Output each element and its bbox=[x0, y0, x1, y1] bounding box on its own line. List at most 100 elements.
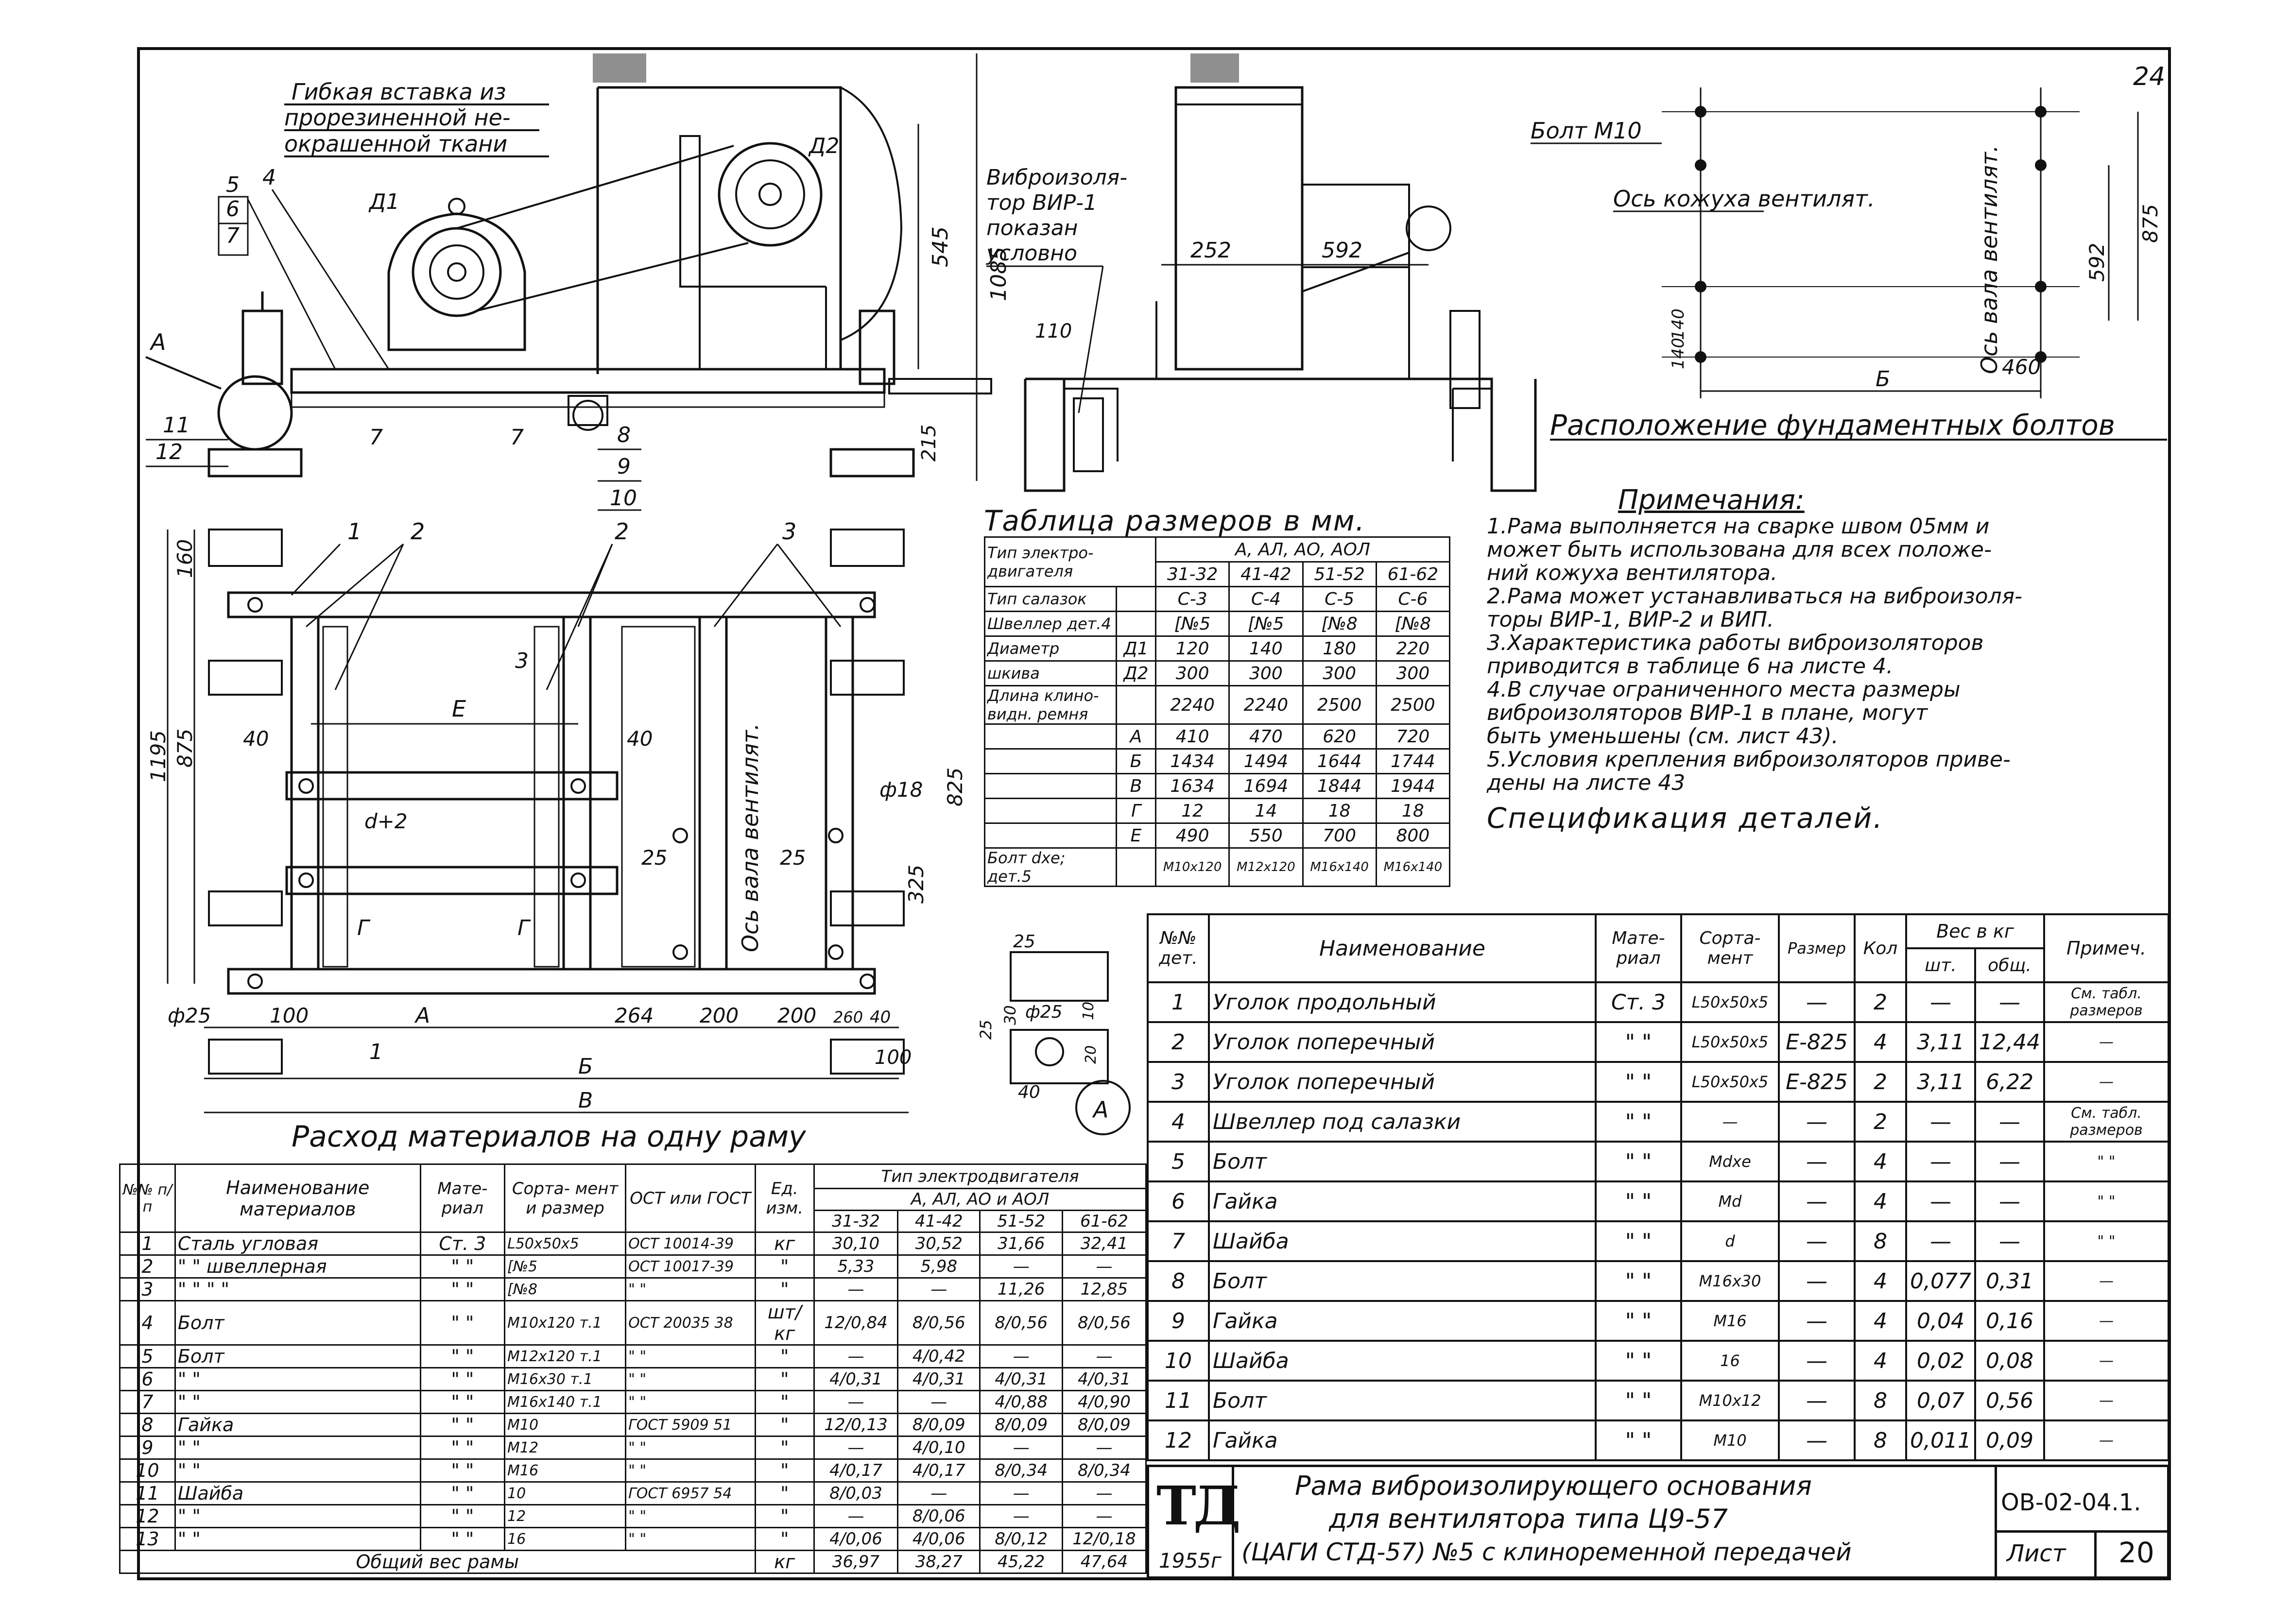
spec-cell-size: — bbox=[1778, 1380, 1856, 1421]
size-cell: 800 bbox=[1375, 822, 1451, 849]
mat-cell-mat: " " bbox=[419, 1367, 505, 1391]
mat-cell-value: — bbox=[813, 1436, 899, 1460]
dim-825: 825 bbox=[943, 768, 967, 806]
plan-part-1: 1 bbox=[347, 518, 362, 545]
spec-cell-total: 0,08 bbox=[1974, 1340, 2045, 1382]
spec-cell-name: Болт bbox=[1208, 1141, 1597, 1182]
spec-cell-qty: 8 bbox=[1854, 1419, 1907, 1461]
mat-cell-value: 8/0,06 bbox=[897, 1504, 981, 1528]
bolt-hole bbox=[2035, 281, 2047, 292]
pulley-d1 bbox=[412, 227, 502, 317]
size-cell: С-3 bbox=[1154, 586, 1230, 612]
detail-dim-40: 40 bbox=[1018, 1082, 1040, 1102]
spec-cell-unit: 3,11 bbox=[1905, 1061, 1976, 1103]
mat-h-gost: ОСТ или ГОСТ bbox=[625, 1163, 756, 1233]
mat-cell-value: — bbox=[897, 1390, 981, 1414]
spec-cell-total: 6,22 bbox=[1974, 1061, 2045, 1103]
size-cell: 2240 bbox=[1154, 685, 1230, 725]
spec-cell-size: — bbox=[1778, 1101, 1856, 1143]
label-e: Е bbox=[452, 696, 466, 722]
spec-cell-total: — bbox=[1974, 1141, 2045, 1182]
dim-875-plan: 875 bbox=[173, 729, 197, 768]
mat-cell-value: — bbox=[979, 1254, 1063, 1279]
mat-cell-value: — bbox=[979, 1436, 1063, 1460]
dim-160: 160 bbox=[173, 539, 197, 578]
mat-h-col: 31-32 bbox=[813, 1210, 899, 1233]
spec-cell-size: Е-825 bbox=[1778, 1021, 1856, 1063]
mat-total-value: 36,97 bbox=[813, 1550, 899, 1574]
mat-cell-gost: " " bbox=[625, 1344, 756, 1368]
spec-cell-unit: 0,07 bbox=[1905, 1380, 1976, 1421]
title-line-1: Рама виброизолирующего основания bbox=[1295, 1470, 1812, 1501]
support-pad bbox=[830, 890, 905, 926]
plan-axis-label: Ось вала вентилят. bbox=[737, 723, 763, 952]
mat-h-col: 51-52 bbox=[979, 1210, 1063, 1233]
part-12: 12 bbox=[155, 440, 183, 464]
mat-cell-value: 4/0,90 bbox=[1061, 1390, 1147, 1414]
dim-325: 325 bbox=[904, 865, 928, 904]
mat-cell-value: 8/0,34 bbox=[979, 1458, 1063, 1483]
spec-cell-prof: L50х50х5 bbox=[1680, 1061, 1780, 1103]
mat-cell-prof: L50х50х5 bbox=[503, 1231, 627, 1256]
mat-cell-value: 30,52 bbox=[897, 1231, 981, 1256]
vibro-isolator-left bbox=[241, 309, 283, 385]
spec-cell-name: Уголок поперечный bbox=[1208, 1021, 1597, 1063]
mat-cell-value: — bbox=[1061, 1344, 1147, 1368]
mat-cell-prof: 16 bbox=[503, 1527, 627, 1551]
part-10: 10 bbox=[610, 486, 637, 511]
size-col-header: 31-32 bbox=[1154, 561, 1230, 587]
part-11: 11 bbox=[163, 413, 190, 438]
code-box: ОВ-02-04.1. Лист 20 bbox=[1995, 1467, 2169, 1576]
mat-cell-value: — bbox=[813, 1504, 899, 1528]
spec-cell-note: — bbox=[2043, 1380, 2170, 1421]
spec-cell-n: 1 bbox=[1147, 981, 1210, 1023]
note-line: ний кожуха вентилятора. bbox=[1487, 561, 1778, 585]
mat-cell-gost: ОСТ 10017-39 bbox=[625, 1254, 756, 1279]
mat-cell-gost: " " bbox=[625, 1527, 756, 1551]
detail-dim-phi25: ф25 bbox=[1025, 1002, 1063, 1022]
spec-cell-total: — bbox=[1974, 1220, 2045, 1262]
size-cell: 410 bbox=[1154, 723, 1230, 750]
plan-part-3b: 3 bbox=[515, 649, 529, 673]
spec-cell-prof: L50х50х5 bbox=[1680, 1021, 1780, 1063]
dim-100-left: 100 bbox=[270, 1004, 309, 1027]
size-cell: 300 bbox=[1154, 660, 1230, 686]
dim-264: 264 bbox=[615, 1004, 654, 1027]
mat-cell-value: 12/0,18 bbox=[1061, 1527, 1147, 1551]
size-table-title: Таблица размеров в мм. bbox=[984, 504, 1366, 537]
spec-cell-prof: — bbox=[1680, 1101, 1780, 1143]
mat-cell-prof: М10х120 т.1 bbox=[503, 1300, 627, 1346]
spec-h-weight: Вес в кг bbox=[1905, 913, 2045, 949]
mat-cell-value: 12,85 bbox=[1061, 1277, 1147, 1301]
spec-cell-total: — bbox=[1974, 981, 2045, 1023]
label-d2: Д2 bbox=[808, 134, 839, 158]
label-a: А bbox=[149, 329, 166, 355]
mat-cell-mat: " " bbox=[419, 1527, 505, 1551]
mat-cell-n: 9 bbox=[119, 1436, 176, 1460]
mat-cell-n: 4 bbox=[119, 1300, 176, 1346]
sheet-number-top: 24 bbox=[2133, 62, 2165, 91]
spec-cell-unit: 0,077 bbox=[1905, 1260, 1976, 1302]
logo-box: ТД 1955г bbox=[1149, 1467, 1241, 1576]
mat-cell-name: Шайба bbox=[174, 1481, 421, 1505]
spec-cell-n: 9 bbox=[1147, 1300, 1210, 1342]
part-7-c: 7 bbox=[510, 425, 524, 450]
size-row-sub: Д2 bbox=[1116, 660, 1156, 686]
mat-cell-value: 4/0,06 bbox=[897, 1527, 981, 1551]
slide-channel bbox=[285, 771, 619, 801]
mat-cell-prof: М12 bbox=[503, 1436, 627, 1460]
mat-cell-value: — bbox=[979, 1344, 1063, 1368]
spec-cell-size: — bbox=[1778, 1260, 1856, 1302]
support-pad bbox=[208, 890, 283, 926]
spec-cell-mat: Ст. 3 bbox=[1595, 981, 1682, 1023]
spec-cell-unit: 0,04 bbox=[1905, 1300, 1976, 1342]
mat-cell-mat: " " bbox=[419, 1504, 505, 1528]
